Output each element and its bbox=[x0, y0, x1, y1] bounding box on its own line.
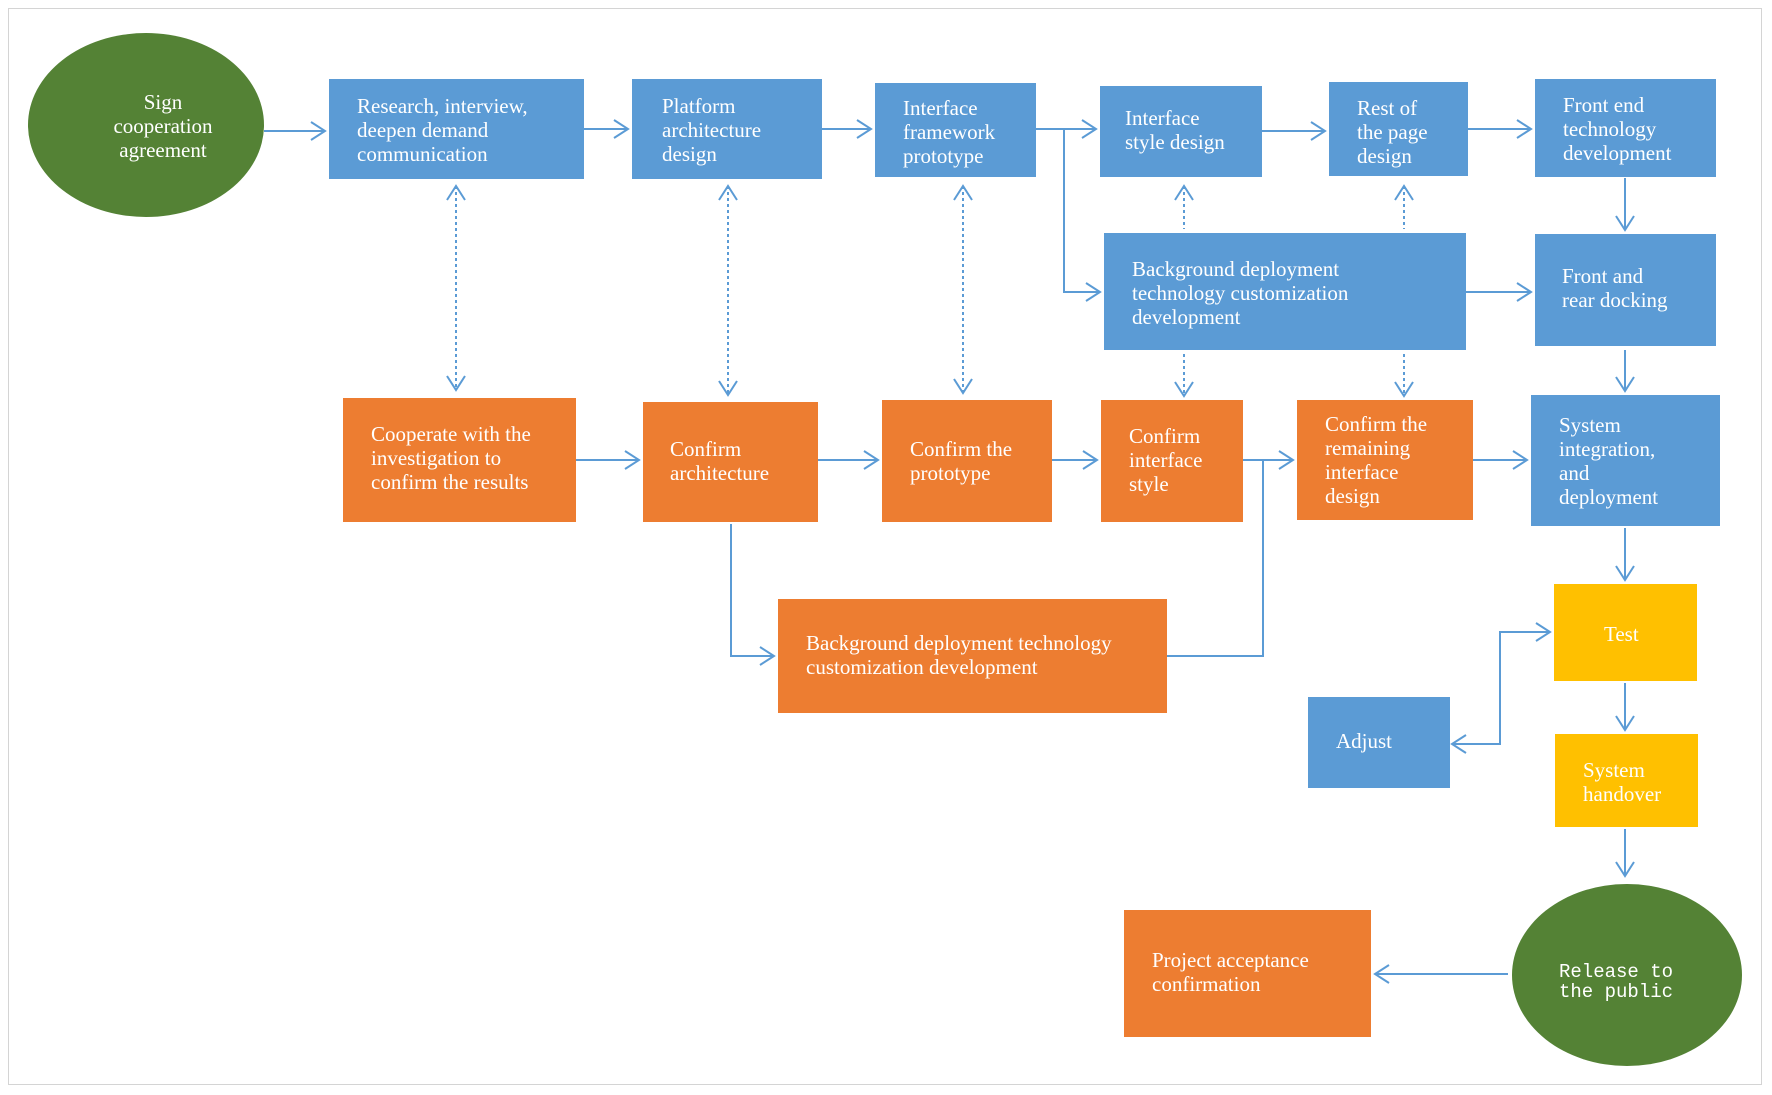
arrowhead bbox=[446, 375, 466, 392]
node-label: Rest of the page design bbox=[1357, 96, 1428, 168]
node-background-deployment-bottom: Background deployment technology customi… bbox=[778, 599, 1167, 713]
arrowhead bbox=[1373, 964, 1390, 984]
node-platform-architecture: Platform architecture design bbox=[632, 79, 822, 179]
node-label: Interface framework prototype bbox=[903, 96, 996, 168]
arrowhead bbox=[856, 119, 873, 139]
node-confirm-prototype: Confirm the prototype bbox=[882, 400, 1052, 522]
arrowhead bbox=[624, 450, 641, 470]
end-node-release-public: Release to the public bbox=[1512, 884, 1742, 1066]
arrowhead bbox=[1394, 184, 1414, 201]
start-node-sign-agreement: Sign cooperation agreement bbox=[28, 33, 264, 217]
node-interface-style-design: Interface style design bbox=[1100, 86, 1262, 177]
node-label: Front and rear docking bbox=[1562, 264, 1668, 312]
arrowhead bbox=[1081, 119, 1098, 139]
arrowhead bbox=[1450, 734, 1467, 754]
node-system-handover: System handover bbox=[1555, 734, 1698, 827]
arrowhead bbox=[1394, 381, 1414, 398]
node-label: Interface style design bbox=[1125, 106, 1225, 154]
arrowhead bbox=[1085, 282, 1102, 302]
arrowhead bbox=[953, 378, 973, 395]
arrowhead bbox=[1516, 282, 1533, 302]
arrowhead bbox=[718, 184, 738, 201]
arrowhead bbox=[1615, 215, 1635, 232]
arrowhead bbox=[1615, 376, 1635, 393]
node-confirm-interface-style: Confirm interface style bbox=[1101, 400, 1243, 522]
node-label: Platform architecture design bbox=[662, 94, 762, 166]
arrowhead bbox=[1615, 715, 1635, 732]
node-label: Cooperate with the investigation to conf… bbox=[371, 422, 531, 494]
arrowhead bbox=[310, 121, 327, 141]
node-project-acceptance: Project acceptance confirmation bbox=[1124, 910, 1371, 1037]
connector-framework-to-bg-top bbox=[1063, 129, 1100, 293]
node-system-integration: System integration, and deployment bbox=[1531, 395, 1720, 526]
arrowhead bbox=[1615, 565, 1635, 582]
arrowhead bbox=[1174, 381, 1194, 398]
node-label: Release to the public bbox=[1559, 961, 1674, 1003]
node-front-rear-docking: Front and rear docking bbox=[1535, 234, 1716, 346]
arrowhead bbox=[613, 119, 630, 139]
node-label: System handover bbox=[1583, 758, 1662, 806]
arrowhead bbox=[718, 380, 738, 397]
arrowhead bbox=[1516, 119, 1533, 139]
node-label: Confirm the prototype bbox=[910, 437, 1013, 485]
node-front-end-development: Front end technology development bbox=[1535, 79, 1716, 177]
arrowhead bbox=[1082, 450, 1099, 470]
connector-confirm-arch-to-bg-bottom bbox=[730, 524, 774, 657]
figure-border bbox=[8, 8, 1762, 1085]
node-label: Confirm the remaining interface design bbox=[1325, 412, 1428, 508]
node-label: Research, interview, deepen demand commu… bbox=[357, 94, 528, 166]
node-label: Adjust bbox=[1336, 729, 1393, 753]
node-background-deployment-top: Background deployment technology customi… bbox=[1104, 233, 1466, 350]
node-label: Test bbox=[1604, 622, 1639, 646]
node-research-interview: Research, interview, deepen demand commu… bbox=[329, 79, 584, 179]
node-label: Sign cooperation agreement bbox=[113, 90, 213, 162]
node-confirm-remaining-design: Confirm the remaining interface design bbox=[1297, 400, 1473, 520]
node-test: Test bbox=[1554, 584, 1697, 681]
arrowhead bbox=[1278, 450, 1295, 470]
arrowhead bbox=[1535, 622, 1552, 642]
node-label: System integration, and deployment bbox=[1559, 413, 1659, 509]
arrowhead bbox=[1174, 184, 1194, 201]
node-confirm-architecture: Confirm architecture bbox=[643, 402, 818, 522]
node-adjust: Adjust bbox=[1308, 697, 1450, 788]
arrowhead bbox=[863, 450, 880, 470]
node-interface-framework: Interface framework prototype bbox=[875, 83, 1036, 177]
arrowhead bbox=[1512, 450, 1529, 470]
node-rest-of-page-design: Rest of the page design bbox=[1329, 82, 1468, 176]
node-label: Front end technology development bbox=[1563, 93, 1672, 165]
node-label: Confirm architecture bbox=[670, 437, 770, 485]
arrowhead bbox=[1310, 121, 1327, 141]
connector-bg-bottom-to-confirm-remaining bbox=[1167, 460, 1264, 657]
node-label: Confirm interface style bbox=[1129, 424, 1203, 496]
arrowhead bbox=[759, 646, 776, 666]
node-cooperate-investigation: Cooperate with the investigation to conf… bbox=[343, 398, 576, 522]
connector-test-adjust-loop bbox=[1452, 631, 1550, 745]
arrowhead bbox=[446, 184, 466, 201]
arrowhead bbox=[1615, 861, 1635, 878]
arrowhead bbox=[953, 184, 973, 201]
node-label: Background deployment technology customi… bbox=[1132, 257, 1349, 329]
node-label: Project acceptance confirmation bbox=[1152, 948, 1309, 996]
node-label: Background deployment technology customi… bbox=[806, 631, 1112, 679]
